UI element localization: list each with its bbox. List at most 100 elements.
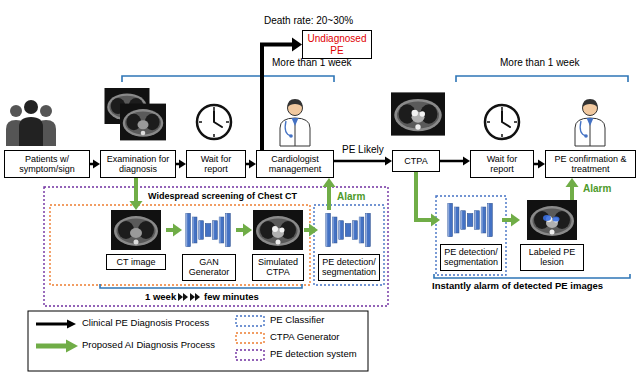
process-box: Cardiologist management (256, 150, 334, 178)
arrowhead (463, 157, 470, 166)
legend-sample (236, 350, 264, 360)
label-box: Simulated CTPA (252, 254, 304, 281)
model-step: PE detection/ segmentation (440, 200, 502, 271)
node-text: PE confirmation & treatment (549, 154, 632, 175)
legend-sample (36, 344, 66, 349)
label-box: PE detection/ segmentation (318, 254, 380, 281)
legend-text: CTPA Generator (270, 332, 340, 343)
connector (176, 160, 186, 169)
time-bracket (122, 76, 334, 82)
connector-line (416, 172, 432, 220)
arrowhead (243, 224, 252, 237)
duration-note: few minutes (204, 292, 259, 303)
connector (130, 178, 143, 210)
fast-forward-icon (178, 293, 200, 301)
arrowhead (566, 178, 579, 187)
arrowhead (431, 214, 440, 227)
node-text: Labeled PE lesion (523, 247, 581, 268)
ctpa-thumbnail (253, 210, 303, 250)
connector-line (176, 163, 180, 166)
connector (566, 178, 579, 200)
clock-icon (197, 105, 231, 139)
label-box: PE detection/ segmentation (440, 244, 502, 271)
arrowhead (511, 214, 520, 227)
node-text: PE detection/ segmentation (443, 247, 499, 268)
stage-heading: Instantly alarm of detected PE images (432, 281, 603, 292)
network-icon (448, 203, 492, 236)
arrowhead (538, 160, 545, 169)
time-bracket (100, 284, 302, 288)
connector (334, 157, 392, 166)
model-step: PE detection/ segmentation (318, 210, 380, 281)
node-text: Wait for report (190, 154, 242, 175)
node-text: CTPA (404, 156, 427, 166)
edge-label: Alarm (336, 191, 366, 203)
connector-line (236, 228, 244, 232)
network-icon (326, 213, 370, 246)
process-box: CTPA (392, 150, 440, 172)
edge-label: PE Likely (341, 144, 385, 156)
connector (90, 160, 100, 169)
lesion-thumbnail (527, 200, 577, 240)
label-box: CT image (106, 254, 166, 270)
outcome-box: Undiagnosed PE (302, 30, 372, 59)
label-box: GAN Generator (182, 254, 236, 281)
arrowhead (249, 160, 256, 169)
legend-sample (36, 323, 68, 326)
connector (236, 224, 252, 237)
connector-line (502, 218, 512, 222)
classifier-region (436, 196, 506, 275)
node-text: Examination for diagnosis (104, 154, 172, 175)
network-icon (186, 213, 230, 246)
connector-line (327, 187, 331, 211)
legend-text: Clinical PE Diagnosis Process (82, 318, 209, 329)
connector (246, 160, 256, 169)
connector (534, 160, 545, 169)
arrowhead (309, 224, 318, 237)
connector-line (246, 163, 250, 166)
connector-line (440, 160, 464, 163)
connector (416, 172, 440, 227)
image-step: CT image (106, 210, 166, 270)
process-box: Patients w/ symptom/sign (4, 150, 90, 178)
legend-text: Proposed AI Diagnosis Process (82, 340, 215, 351)
generator-region (50, 205, 310, 285)
model-step: GAN Generator (182, 210, 236, 281)
edge-label: Alarm (582, 183, 612, 195)
process-box: Examination for diagnosis (100, 150, 176, 178)
node-text: PE detection/ segmentation (321, 257, 377, 278)
time-bracket (456, 76, 628, 82)
image-step: Simulated CTPA (252, 210, 304, 281)
connector (502, 214, 520, 227)
arrowhead (179, 160, 186, 169)
arrowhead (292, 38, 302, 52)
legend-text: PE Classifier (270, 315, 324, 326)
node-text: Wait for report (474, 154, 530, 175)
node-text: Cardiologist management (260, 154, 330, 175)
connector-line (334, 160, 386, 163)
process-box: Wait for report (186, 150, 246, 178)
duration-note: More than 1 week (272, 57, 352, 69)
legend-sample (67, 320, 76, 329)
arrowhead (93, 160, 100, 169)
connector-line (304, 228, 310, 232)
legend-sample (66, 340, 78, 353)
connector-line (534, 163, 539, 166)
legend-text: PE detection system (270, 349, 357, 360)
clock-icon (485, 105, 519, 139)
time-bracket (434, 274, 630, 278)
connector-line (166, 228, 174, 232)
duration-note: More than 1 week (500, 57, 580, 69)
connector (166, 224, 182, 237)
legend-box (28, 311, 368, 371)
arrowhead (323, 178, 336, 187)
risk-note: Death rate: 20~30% (264, 15, 353, 27)
node-text: Simulated CTPA (255, 257, 301, 278)
arrowhead (385, 157, 392, 166)
connector (323, 178, 336, 210)
duration-note: 1 week (145, 292, 176, 303)
node-text: Undiagnosed PE (306, 33, 368, 56)
connector-line (570, 187, 574, 201)
doctor-icon (280, 99, 310, 146)
connector-line (90, 163, 94, 166)
